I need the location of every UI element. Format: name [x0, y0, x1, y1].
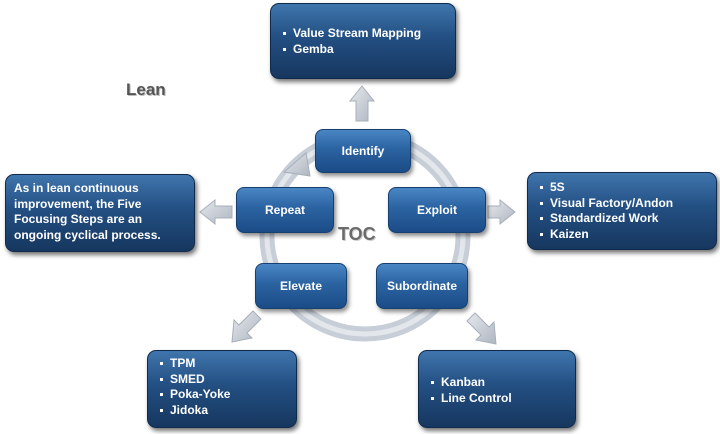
step-identify: Identify	[315, 129, 411, 173]
box-bottom-left: TPM SMED Poka-Yoke Jidoka	[147, 350, 297, 428]
box-top: Value Stream Mapping Gemba	[270, 3, 456, 79]
list-item: Kaizen	[538, 227, 708, 243]
arrow-up-icon	[348, 85, 376, 122]
toc-label: TOC	[338, 224, 376, 244]
box-right: 5S Visual Factory/Andon Standardized Wor…	[527, 172, 717, 250]
list-item: Poka-Yoke	[158, 387, 288, 403]
list-item: 5S	[538, 180, 708, 196]
arrow-right-icon	[487, 198, 516, 226]
note-line: Focusing Steps are an	[14, 212, 143, 226]
note-line: improvement, the Five	[14, 196, 142, 211]
arrow-down-right-icon	[466, 312, 497, 345]
list-item: Kanban	[429, 375, 565, 391]
note-line: ongoing cyclical process.	[14, 227, 161, 242]
list-item: Visual Factory/Andon	[538, 196, 708, 212]
box-bottom-right: Kanban Line Control	[418, 350, 576, 428]
ring-arrowhead-icon	[282, 152, 311, 177]
box-right-list: 5S Visual Factory/Andon Standardized Wor…	[538, 180, 708, 242]
list-item: TPM	[158, 356, 288, 372]
step-elevate: Elevate	[255, 263, 347, 309]
arrow-down-left-icon	[231, 310, 262, 343]
box-note: As in lean continuous improvement, the F…	[5, 174, 195, 252]
step-repeat: Repeat	[236, 187, 334, 233]
note-line: As in lean continuous	[14, 181, 139, 195]
box-top-list: Value Stream Mapping Gemba	[281, 26, 445, 57]
lean-label: Lean	[126, 80, 166, 99]
list-item: SMED	[158, 372, 288, 388]
box-bottom-left-list: TPM SMED Poka-Yoke Jidoka	[158, 356, 288, 418]
box-bottom-right-list: Kanban Line Control	[429, 375, 565, 406]
list-item: Jidoka	[158, 403, 288, 419]
step-subordinate: Subordinate	[376, 263, 468, 309]
list-item: Standardized Work	[538, 211, 708, 227]
list-item: Line Control	[429, 391, 565, 407]
arrow-left-icon	[199, 198, 233, 226]
step-exploit: Exploit	[388, 187, 486, 233]
list-item: Gemba	[281, 42, 445, 58]
list-item: Value Stream Mapping	[281, 26, 445, 42]
